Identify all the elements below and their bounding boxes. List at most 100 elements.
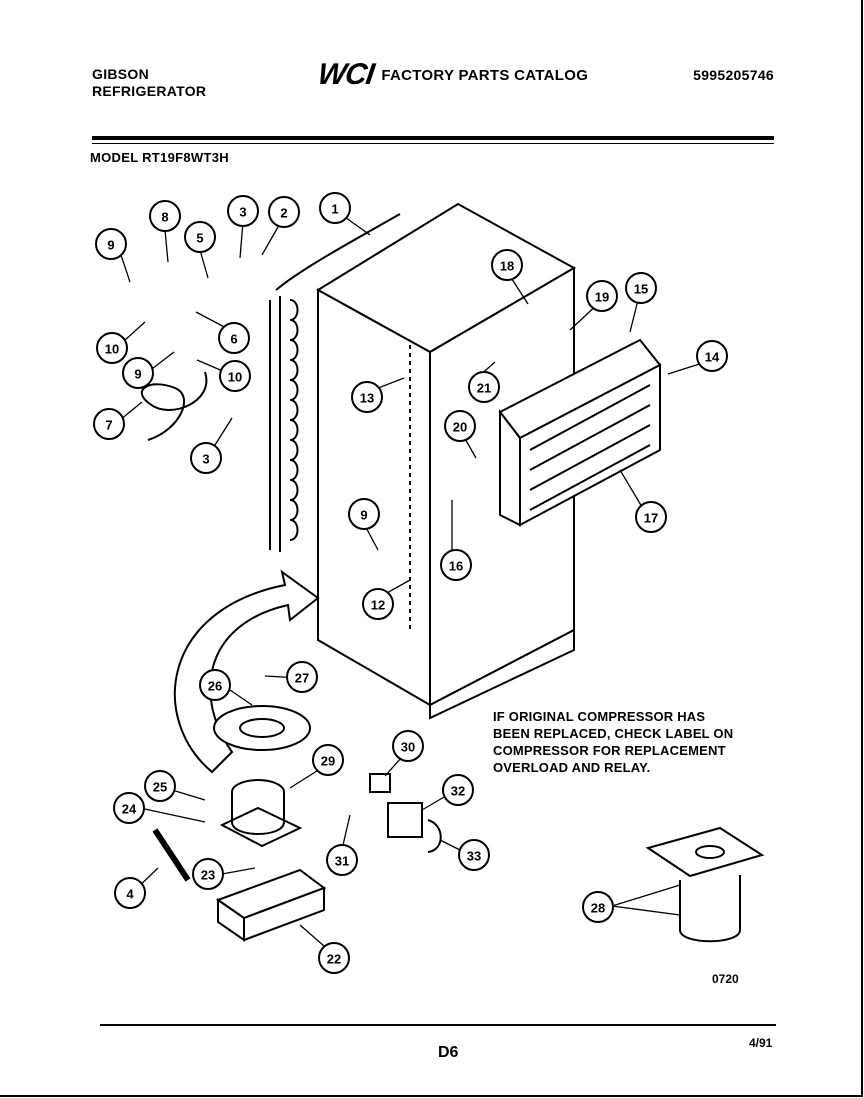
callout-9: 9 bbox=[122, 357, 154, 389]
figure-code: 0720 bbox=[712, 972, 739, 986]
catalog-header: WCI FACTORY PARTS CATALOG bbox=[316, 58, 588, 92]
callout-circle bbox=[312, 744, 344, 776]
callout-10: 10 bbox=[219, 360, 251, 392]
callout-circle bbox=[440, 549, 472, 581]
callout-8: 8 bbox=[149, 200, 181, 232]
callout-label: 26 bbox=[208, 679, 222, 694]
callout-circle bbox=[219, 360, 251, 392]
callout-27: 27 bbox=[286, 661, 318, 693]
callout-circle bbox=[625, 272, 657, 304]
callout-29: 29 bbox=[312, 744, 344, 776]
callout-circle bbox=[227, 195, 259, 227]
callout-24: 24 bbox=[113, 792, 145, 824]
callout-25: 25 bbox=[144, 770, 176, 802]
callout-label: 12 bbox=[371, 598, 385, 613]
callout-label: 9 bbox=[360, 508, 367, 523]
callout-circle bbox=[491, 249, 523, 281]
callout-17: 17 bbox=[635, 501, 667, 533]
callout-13: 13 bbox=[351, 381, 383, 413]
callout-12: 12 bbox=[362, 588, 394, 620]
callout-32: 32 bbox=[442, 774, 474, 806]
callout-label: 31 bbox=[335, 854, 349, 869]
callout-3: 3 bbox=[227, 195, 259, 227]
callout-label: 14 bbox=[705, 350, 720, 365]
callout-label: 6 bbox=[230, 332, 237, 347]
callout-circle bbox=[362, 588, 394, 620]
callout-label: 29 bbox=[321, 754, 335, 769]
callout-circle bbox=[149, 200, 181, 232]
callout-3: 3 bbox=[190, 442, 222, 474]
callout-circle bbox=[468, 371, 500, 403]
callout-circle bbox=[635, 501, 667, 533]
callout-circle bbox=[326, 844, 358, 876]
callout-label: 23 bbox=[201, 868, 215, 883]
callout-circle bbox=[95, 228, 127, 260]
callout-circle bbox=[318, 942, 350, 974]
callout-4: 4 bbox=[114, 877, 146, 909]
callout-label: 25 bbox=[153, 780, 167, 795]
callout-circle bbox=[184, 221, 216, 253]
callout-circle bbox=[93, 408, 125, 440]
callout-label: 30 bbox=[401, 740, 415, 755]
callout-circle bbox=[286, 661, 318, 693]
brand-line-2: REFRIGERATOR bbox=[92, 83, 207, 99]
callout-circle bbox=[442, 774, 474, 806]
callout-circle bbox=[218, 322, 250, 354]
brand-block: GIBSON REFRIGERATOR bbox=[92, 66, 206, 100]
callout-21: 21 bbox=[468, 371, 500, 403]
callout-label: 10 bbox=[228, 370, 242, 385]
callout-23: 23 bbox=[192, 858, 224, 890]
callout-label: 2 bbox=[280, 206, 287, 221]
callout-label: 5 bbox=[196, 231, 203, 246]
callout-label: 17 bbox=[644, 511, 658, 526]
callout-circle bbox=[192, 858, 224, 890]
callout-label: 24 bbox=[122, 802, 137, 817]
callout-2: 2 bbox=[268, 196, 300, 228]
callout-10: 10 bbox=[96, 332, 128, 364]
callout-circle bbox=[144, 770, 176, 802]
callout-circle bbox=[348, 498, 380, 530]
callout-circle bbox=[351, 381, 383, 413]
refrigerator-cabinet bbox=[141, 202, 765, 943]
callout-16: 16 bbox=[440, 549, 472, 581]
callout-circle bbox=[458, 839, 490, 871]
callout-group: 1233456789991010121314151617181920212223… bbox=[93, 192, 728, 974]
callout-label: 4 bbox=[126, 887, 134, 902]
callout-label: 3 bbox=[202, 452, 209, 467]
callout-circle bbox=[582, 891, 614, 923]
callout-label: 9 bbox=[134, 367, 141, 382]
callout-9: 9 bbox=[95, 228, 127, 260]
print-date: 4/91 bbox=[749, 1036, 773, 1050]
callout-circle bbox=[190, 442, 222, 474]
callout-label: 21 bbox=[477, 381, 491, 396]
callout-label: 1 bbox=[331, 202, 338, 217]
callout-label: 8 bbox=[161, 210, 168, 225]
callout-label: 15 bbox=[634, 282, 648, 297]
callout-circle bbox=[268, 196, 300, 228]
callout-circle bbox=[696, 340, 728, 372]
callout-19: 19 bbox=[586, 280, 618, 312]
callout-circle bbox=[122, 357, 154, 389]
callout-6: 6 bbox=[218, 322, 250, 354]
callout-circle bbox=[392, 730, 424, 762]
callout-30: 30 bbox=[392, 730, 424, 762]
callout-circle bbox=[96, 332, 128, 364]
callout-label: 13 bbox=[360, 391, 374, 406]
callout-label: 22 bbox=[327, 952, 341, 967]
brand-line-1: GIBSON bbox=[92, 66, 150, 82]
callout-label: 18 bbox=[500, 259, 514, 274]
callout-circle bbox=[199, 669, 231, 701]
callout-26: 26 bbox=[199, 669, 231, 701]
header-rule-thick bbox=[92, 136, 774, 140]
catalog-part-number: 5995205746 bbox=[693, 67, 774, 83]
callout-18: 18 bbox=[491, 249, 523, 281]
callout-label: 19 bbox=[595, 290, 609, 305]
callout-label: 33 bbox=[467, 849, 481, 864]
page-number: D6 bbox=[438, 1044, 459, 1061]
callout-5: 5 bbox=[184, 221, 216, 253]
callout-15: 15 bbox=[625, 272, 657, 304]
callout-circle bbox=[586, 280, 618, 312]
footer-rule bbox=[100, 1024, 776, 1026]
